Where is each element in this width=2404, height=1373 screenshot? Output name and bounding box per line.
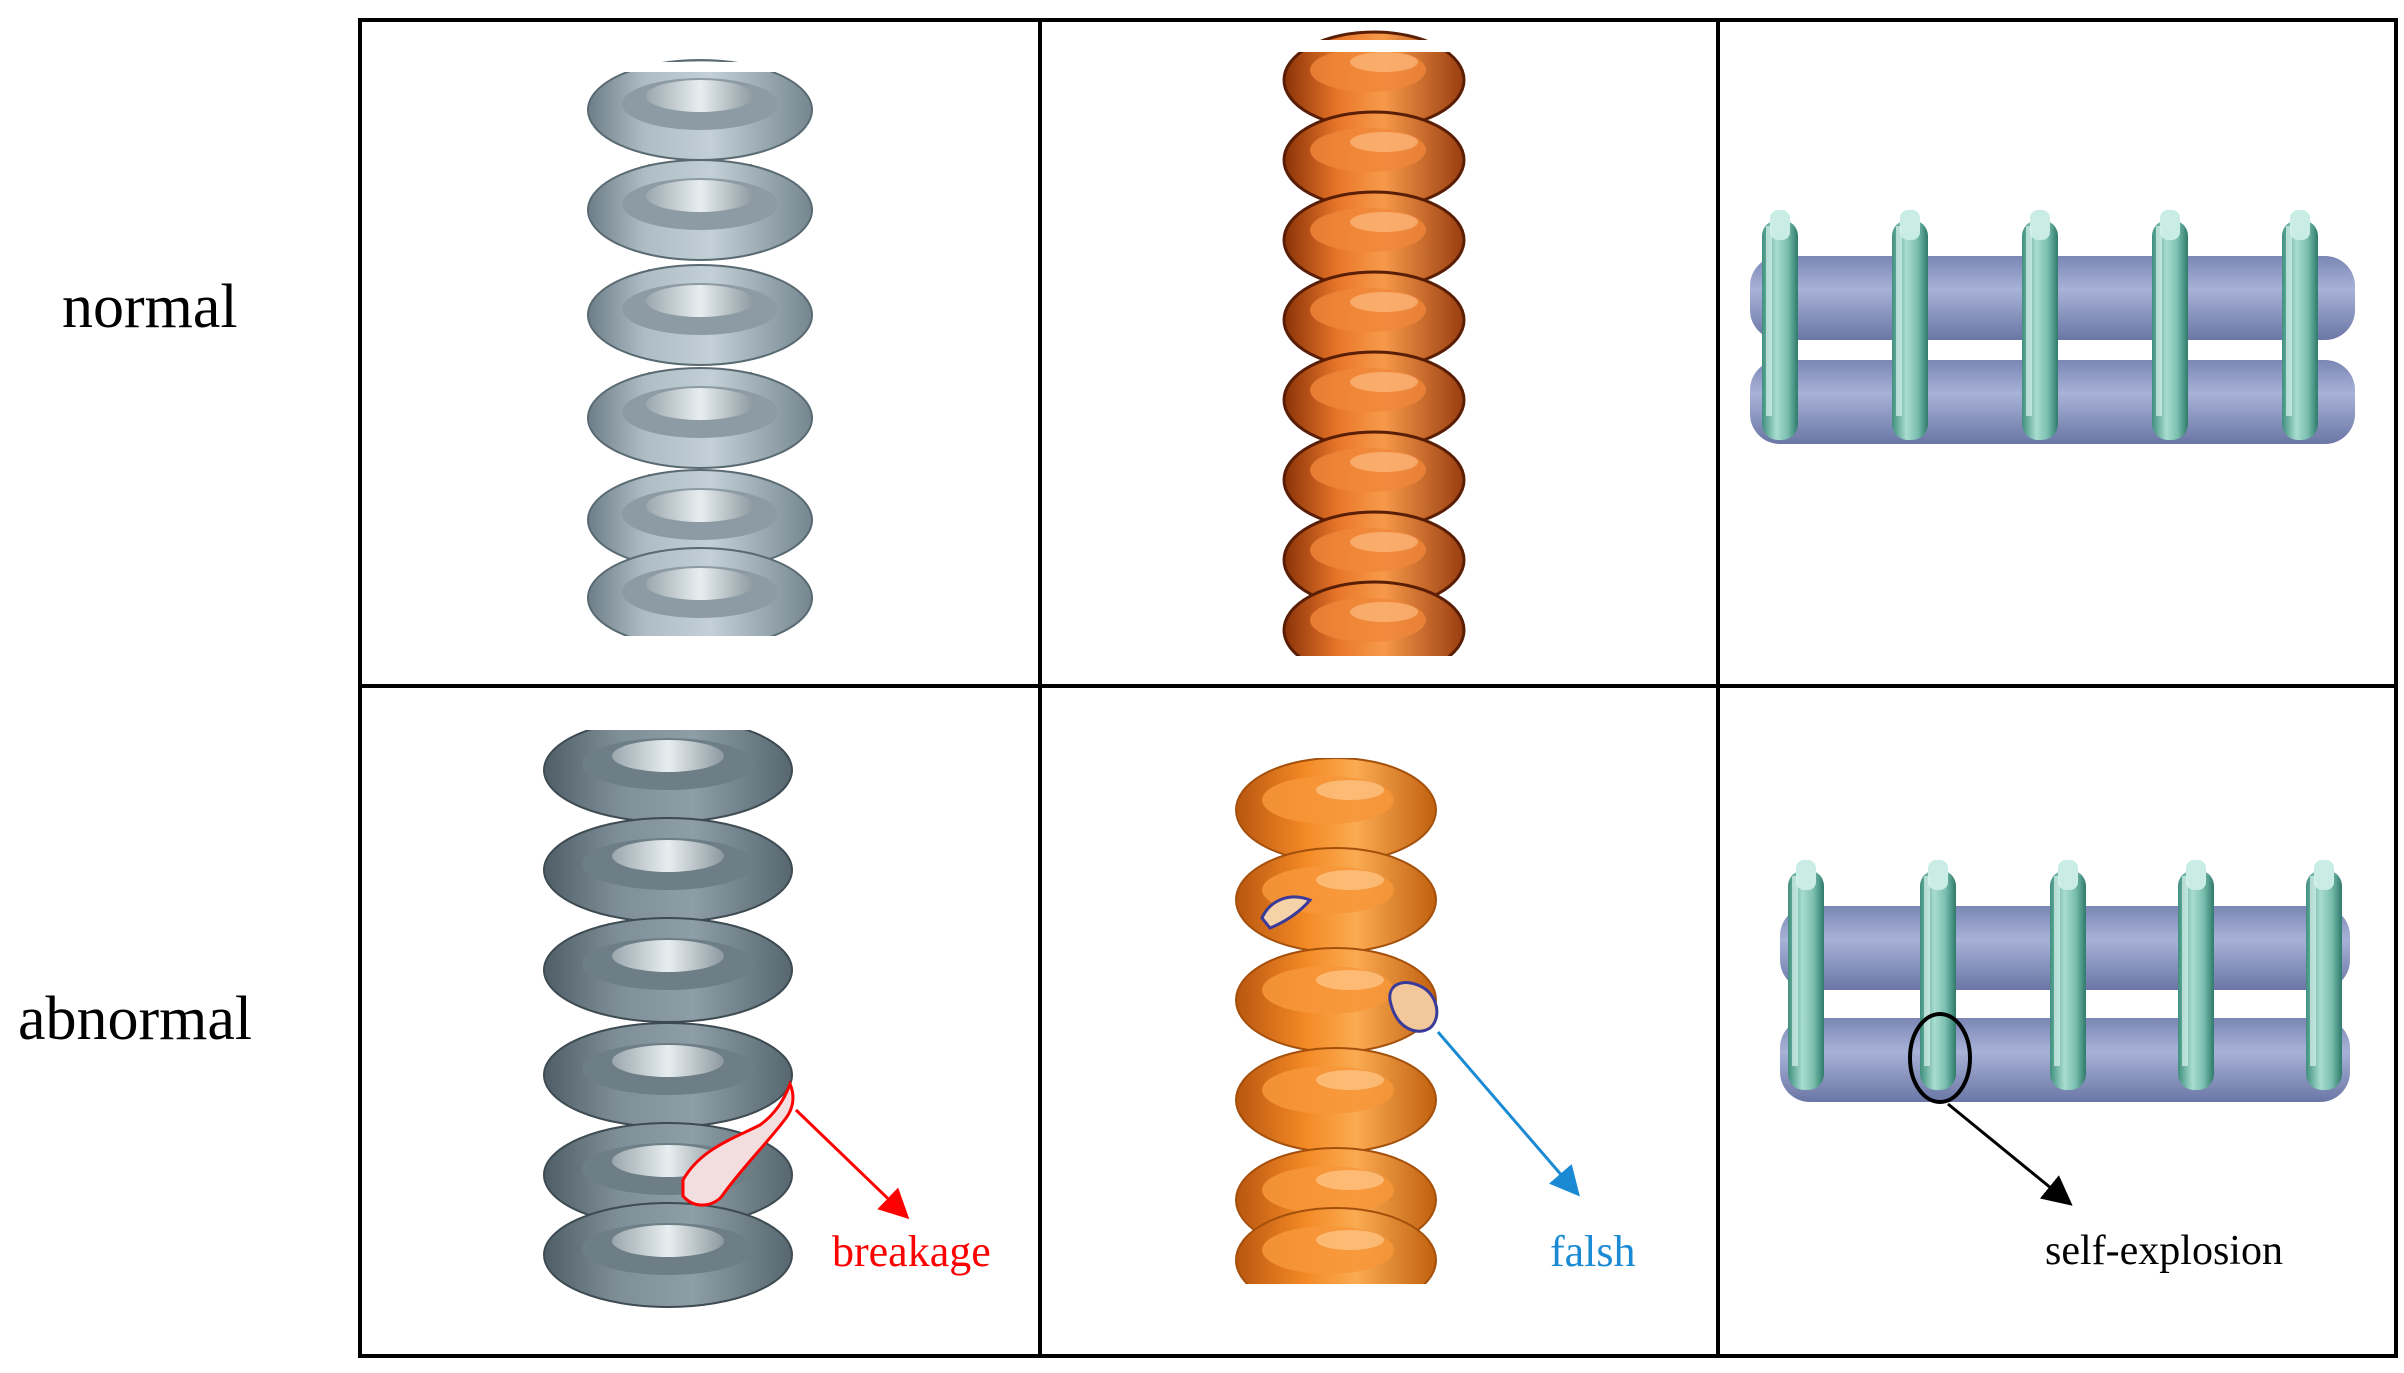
breakage-label: breakage [832, 1227, 991, 1276]
abnormal-orange-insulator: falsh [1220, 740, 1636, 1324]
row-label-normal: normal [62, 273, 238, 341]
grid-lines [358, 18, 2398, 1358]
breakage-arrow [794, 1108, 910, 1220]
self-explosion-arrow [1947, 1102, 2073, 1206]
falsh-arrow [1436, 1031, 1580, 1197]
breakage-outline [681, 1079, 795, 1207]
flash-mark-1 [1260, 895, 1313, 930]
row-label-abnormal: abnormal [18, 985, 253, 1053]
abnormal-gray-insulator: breakage [540, 716, 991, 1350]
self-explosion-circle [1908, 1012, 1972, 1104]
normal-gray-insulator [587, 59, 830, 666]
falsh-label: falsh [1550, 1227, 1636, 1276]
abnormal-glass-insulator: self-explosion [1780, 860, 2350, 1274]
flash-mark-2 [1388, 981, 1439, 1033]
self-explosion-label: self-explosion [2045, 1228, 2283, 1274]
normal-orange-insulator [1260, 30, 1490, 682]
normal-glass-insulator [1750, 210, 2355, 444]
